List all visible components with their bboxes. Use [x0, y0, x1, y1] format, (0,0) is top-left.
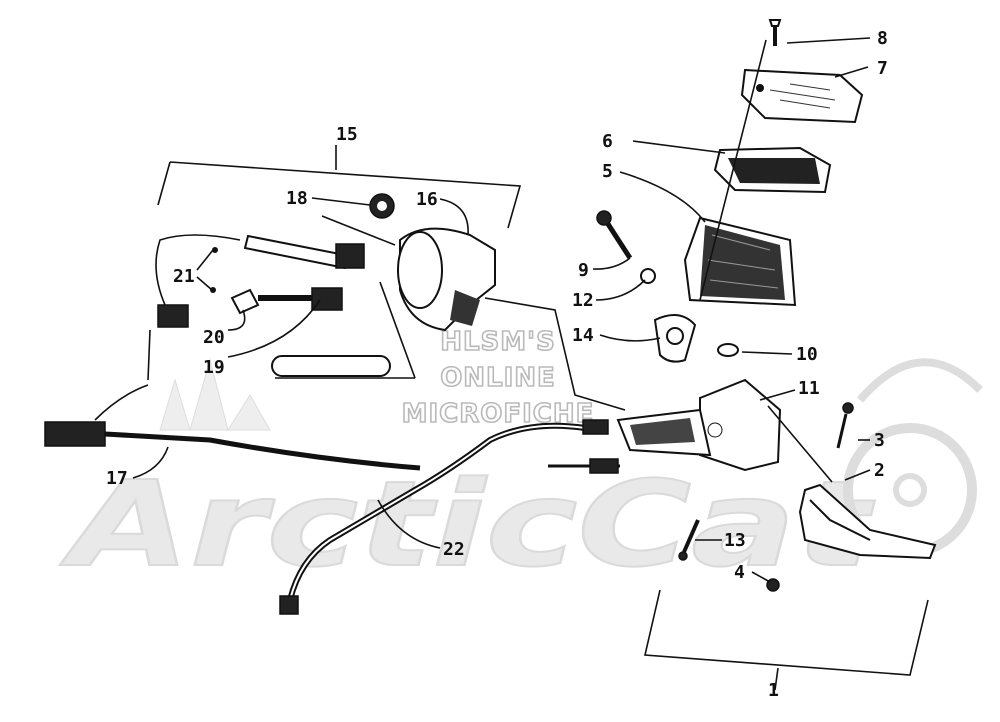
upper-harness	[243, 234, 365, 270]
callout-17: 17	[106, 468, 128, 489]
callout-10: 10	[796, 344, 818, 365]
callout-11: 11	[798, 378, 820, 399]
callout-7: 7	[877, 58, 888, 79]
callout-15: 15	[336, 124, 358, 145]
callout-22: 22	[443, 539, 465, 560]
part-22-brake-hose	[279, 419, 609, 615]
part-14-clamp	[653, 314, 697, 363]
part-7-cover	[740, 68, 864, 124]
callout-5: 5	[602, 161, 613, 182]
bracket-1	[644, 589, 929, 676]
part-5-reservoir	[683, 216, 797, 307]
callout-14: 14	[572, 325, 594, 346]
brand-watermark: ArcticCat	[58, 358, 983, 594]
callout-16: 16	[416, 189, 438, 210]
callout-4: 4	[734, 562, 745, 583]
part-10-washer	[717, 343, 739, 357]
part-2-lever	[798, 483, 937, 560]
callout-1: 1	[768, 680, 779, 701]
grip-tube	[271, 355, 391, 377]
part-9-bolt	[596, 210, 633, 260]
callout-12: 12	[572, 290, 594, 311]
skyline-watermark	[159, 358, 271, 432]
callout-20: 20	[203, 327, 225, 348]
callout-21: 21	[173, 266, 195, 287]
bracket-15-top	[169, 161, 522, 229]
part-20-clip	[230, 288, 260, 315]
callout-6: 6	[602, 131, 613, 152]
part-13-bolt	[678, 519, 700, 561]
callout-13: 13	[724, 530, 746, 551]
part-16-switch-housing	[397, 227, 496, 332]
callout-numbers: 1 2 3 4 5 6 7 8 9 10 11 12 13 14 15 16 1…	[106, 28, 888, 701]
watermark-line-1: HLSM'S	[440, 327, 556, 357]
leader-lines	[132, 37, 871, 583]
part-17-wire-harness	[44, 384, 421, 471]
callout-3: 3	[874, 430, 885, 451]
callout-8: 8	[877, 28, 888, 49]
brake-switch-fitting	[548, 458, 620, 474]
part-21-screws	[210, 247, 218, 293]
brand-watermark-text: ArcticCat	[59, 455, 876, 593]
part-19-switch	[258, 287, 343, 311]
callout-2: 2	[874, 460, 885, 481]
hlsm-watermark: HLSM'S ONLINE MICROFICHE	[401, 326, 594, 430]
part-3-screw	[836, 402, 854, 449]
part-18-knob	[369, 193, 395, 219]
callout-18: 18	[286, 188, 308, 209]
part-6-gasket	[713, 146, 832, 194]
part-8-screw	[768, 19, 782, 46]
watermark-line-2: ONLINE	[440, 363, 556, 393]
left-connector	[147, 234, 241, 381]
part-11-master-cylinder	[616, 378, 782, 472]
callout-9: 9	[578, 260, 589, 281]
callout-19: 19	[203, 357, 225, 378]
